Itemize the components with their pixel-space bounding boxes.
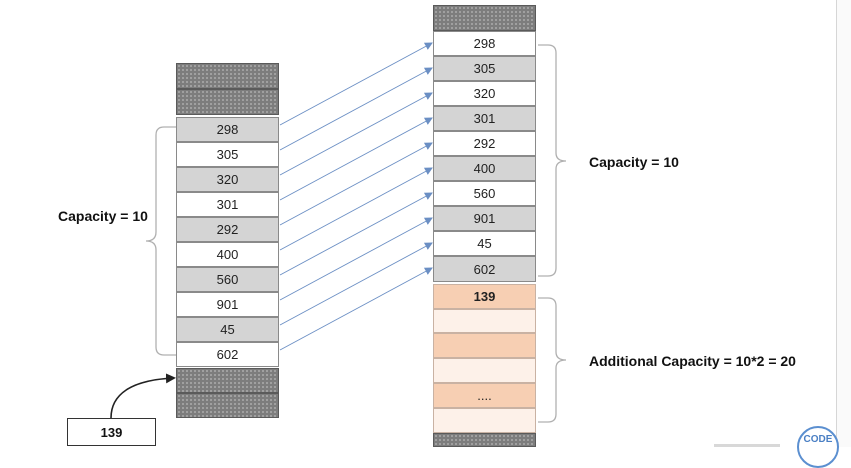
left-reserved-bottom-1 <box>176 368 279 393</box>
incoming-element-box: 139 <box>67 418 156 446</box>
right-cell: 560 <box>433 181 536 206</box>
right-reserved-top <box>433 5 536 31</box>
right-cell: 45 <box>433 231 536 256</box>
window-edge <box>836 0 851 447</box>
copy-arrow <box>279 267 433 351</box>
code-logo-icon: CODE <box>797 426 839 468</box>
left-cell: 320 <box>176 167 279 192</box>
right-capacity-brace <box>538 44 567 277</box>
right-cell: 298 <box>433 31 536 56</box>
right-reserved-bottom <box>433 433 536 447</box>
right-empty-cell <box>433 408 536 433</box>
left-cell: 301 <box>176 192 279 217</box>
copy-arrow <box>279 167 433 251</box>
copy-arrow <box>279 67 433 151</box>
copy-arrows <box>279 42 433 351</box>
left-cell: 560 <box>176 267 279 292</box>
left-reserved-top-1 <box>176 63 279 89</box>
copy-arrow <box>279 92 433 176</box>
insert-arrow <box>110 373 176 419</box>
right-cell: 305 <box>433 56 536 81</box>
copy-arrow <box>279 142 433 226</box>
right-new-cell: 139 <box>433 284 536 309</box>
right-empty-cell <box>433 333 536 358</box>
right-empty-cell <box>433 309 536 333</box>
copy-arrow <box>279 117 433 201</box>
additional-capacity-brace <box>538 297 567 423</box>
copy-arrow <box>279 217 433 301</box>
copy-arrow <box>279 42 433 126</box>
left-cell: 400 <box>176 242 279 267</box>
right-cell: 320 <box>433 81 536 106</box>
left-cell: 298 <box>176 117 279 142</box>
left-reserved-bottom-2 <box>176 393 279 418</box>
right-cell: 400 <box>433 156 536 181</box>
right-ellipsis-cell: .... <box>433 383 536 408</box>
left-cell: 901 <box>176 292 279 317</box>
additional-capacity-label: Additional Capacity = 10*2 = 20 <box>589 353 796 369</box>
left-capacity-label: Capacity = 10 <box>58 208 148 224</box>
right-capacity-label: Capacity = 10 <box>589 154 679 170</box>
left-capacity-brace <box>145 126 176 356</box>
copy-arrow <box>279 242 433 326</box>
left-cell: 45 <box>176 317 279 342</box>
right-cell: 901 <box>433 206 536 231</box>
connector-layer <box>110 42 567 423</box>
diagram-canvas: 298 305 320 301 292 400 560 901 45 602 C… <box>58 0 851 468</box>
right-empty-cell <box>433 358 536 383</box>
left-reserved-top-2 <box>176 89 279 115</box>
copy-arrow <box>279 192 433 276</box>
left-cell: 602 <box>176 342 279 367</box>
right-cell: 602 <box>433 256 536 282</box>
right-cell: 292 <box>433 131 536 156</box>
progress-bar <box>714 444 780 447</box>
left-cell: 292 <box>176 217 279 242</box>
right-cell: 301 <box>433 106 536 131</box>
left-cell: 305 <box>176 142 279 167</box>
